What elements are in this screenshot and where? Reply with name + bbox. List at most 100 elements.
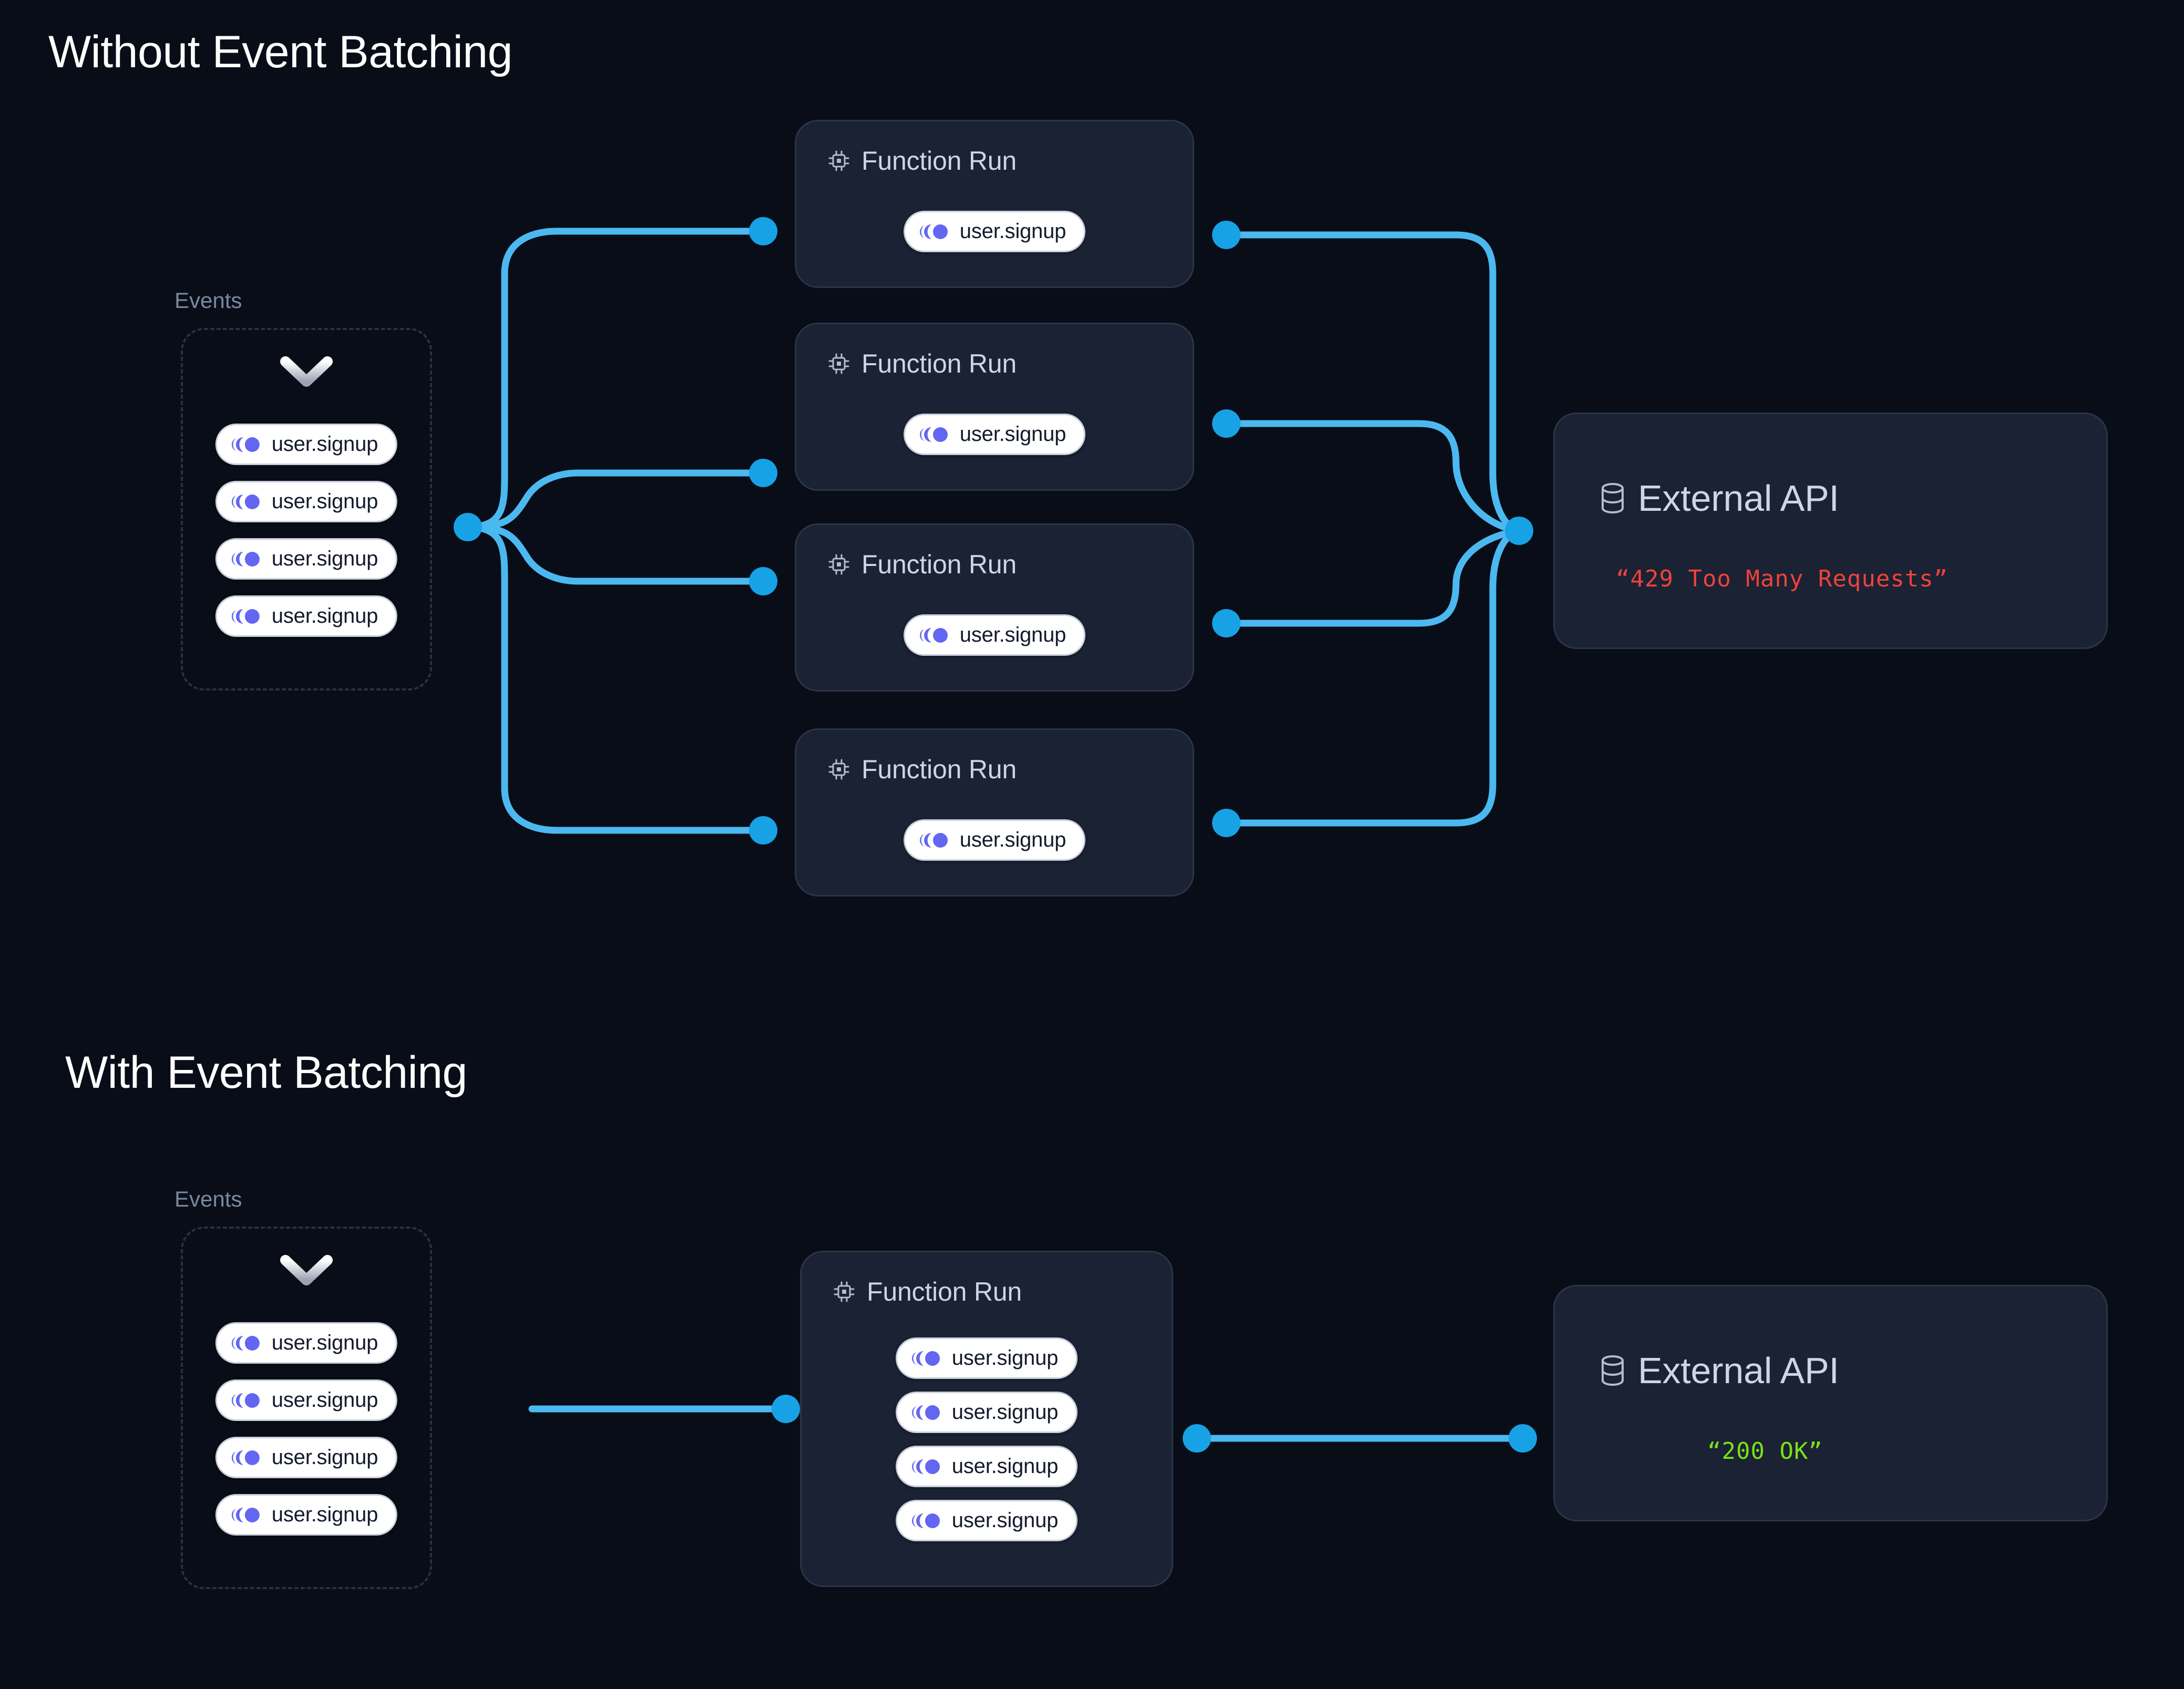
chevron-down-icon — [280, 1255, 333, 1285]
event-pill-label: user.signup — [959, 623, 1067, 646]
event-signal-icon — [231, 551, 260, 567]
external-api-card-header: External API — [1598, 1350, 1839, 1392]
function-run-card-batched[interactable]: Function Run user.signup user.signup — [800, 1251, 1173, 1587]
cpu-chip-icon — [834, 1281, 855, 1302]
event-pill-label: user.signup — [271, 1503, 378, 1526]
wire-fanin-4 — [1226, 527, 1523, 827]
external-api-title: External API — [1638, 478, 1839, 519]
wire-node-outlet-4 — [1212, 809, 1240, 837]
events-pill-stack-with: user.signup user.signup user.signup — [215, 1322, 398, 1536]
event-pill[interactable]: user.signup — [215, 538, 398, 580]
event-signal-icon — [231, 609, 260, 624]
function-run-title: Function Run — [862, 755, 1017, 784]
event-pill-label: user.signup — [959, 220, 1067, 243]
function-run-card-header: Function Run — [832, 1276, 1022, 1307]
function-run-card[interactable]: Function Run user.signup — [795, 323, 1194, 491]
event-pill[interactable]: user.signup — [903, 614, 1086, 656]
event-signal-icon — [911, 1405, 940, 1420]
event-pill-label: user.signup — [271, 1446, 378, 1469]
wire-node-fanin-target — [1505, 517, 1533, 545]
function-run-card[interactable]: Function Run user.signup — [795, 120, 1194, 288]
wire-node-inlet-2 — [749, 459, 777, 487]
event-signal-icon — [919, 224, 948, 239]
external-api-status: “200 OK” — [1707, 1438, 1823, 1465]
event-pill-label: user.signup — [271, 604, 378, 627]
database-icon — [1602, 1355, 1624, 1386]
wire-fanout-2 — [464, 469, 762, 531]
wire-node-outlet-1 — [1212, 221, 1240, 249]
event-pill-label: user.signup — [271, 490, 378, 513]
wire-fanout-4 — [464, 523, 762, 834]
function-run-card-header: Function Run — [827, 146, 1017, 176]
event-pill[interactable]: user.signup — [895, 1337, 1078, 1379]
cpu-chip-icon — [828, 150, 849, 171]
event-pill[interactable]: user.signup — [215, 424, 398, 465]
event-pill-label: user.signup — [271, 432, 378, 456]
event-pill-label: user.signup — [951, 1346, 1059, 1369]
wire-node-inlet-4 — [749, 816, 777, 845]
event-pill[interactable]: user.signup — [215, 1322, 398, 1364]
function-run-card[interactable]: Function Run user.signup — [795, 728, 1194, 897]
wire-fanin-1 — [1226, 231, 1523, 534]
function-run-title: Function Run — [867, 1277, 1022, 1306]
events-pill-stack-without: user.signup user.signup user.signup — [215, 424, 398, 637]
function-run-title: Function Run — [862, 349, 1017, 378]
event-pill[interactable]: user.signup — [895, 1392, 1078, 1433]
event-pill[interactable]: user.signup — [215, 1379, 398, 1421]
external-api-card[interactable]: External API “200 OK” — [1553, 1285, 2108, 1521]
function-run-card[interactable]: Function Run user.signup — [795, 523, 1194, 692]
wire-node-inlet-1 — [749, 217, 777, 245]
event-pill-label: user.signup — [271, 1331, 378, 1354]
external-api-status: “429 Too Many Requests” — [1616, 565, 1949, 592]
database-icon — [1602, 483, 1624, 513]
event-pill[interactable]: user.signup — [215, 1494, 398, 1536]
function-run-pill-stack: user.signup — [796, 211, 1193, 252]
external-api-card-header: External API — [1598, 477, 1839, 519]
function-run-pill-stack: user.signup user.signup user.signup — [802, 1337, 1172, 1541]
chevron-down-icon — [280, 356, 333, 387]
cpu-chip-icon — [828, 554, 849, 575]
event-signal-icon — [231, 1393, 260, 1408]
events-container-with: user.signup user.signup user.signup — [181, 1227, 432, 1589]
events-label-without: Events — [175, 288, 242, 313]
wire-fanin-2 — [1226, 420, 1523, 534]
event-signal-icon — [919, 832, 948, 848]
event-pill[interactable]: user.signup — [903, 414, 1086, 455]
function-run-card-header: Function Run — [827, 754, 1017, 785]
event-pill[interactable]: user.signup — [215, 595, 398, 637]
wire-fanin-3 — [1226, 527, 1523, 627]
wire-node-batch-out-start — [1183, 1424, 1211, 1453]
event-pill-label: user.signup — [951, 1509, 1059, 1532]
event-pill-label: user.signup — [959, 828, 1067, 851]
event-signal-icon — [919, 427, 948, 442]
event-pill[interactable]: user.signup — [895, 1500, 1078, 1541]
event-pill-label: user.signup — [959, 423, 1067, 446]
event-signal-icon — [231, 494, 260, 509]
function-run-card-header: Function Run — [827, 348, 1017, 379]
events-container-without: user.signup user.signup user.signup — [181, 328, 432, 691]
function-run-card-header: Function Run — [827, 549, 1017, 580]
events-label-with: Events — [175, 1187, 242, 1211]
wire-fanout-1 — [464, 228, 762, 531]
event-signal-icon — [231, 1450, 260, 1465]
external-api-card[interactable]: External API “429 Too Many Requests” — [1553, 413, 2108, 649]
event-signal-icon — [911, 1459, 940, 1474]
event-pill[interactable]: user.signup — [215, 1437, 398, 1478]
wire-node-inlet-3 — [749, 567, 777, 595]
wire-node-outlet-3 — [1212, 609, 1240, 637]
function-run-title: Function Run — [862, 146, 1017, 176]
function-run-pill-stack: user.signup — [796, 414, 1193, 455]
event-pill[interactable]: user.signup — [895, 1446, 1078, 1487]
section-title-with-batching: With Event Batching — [65, 1047, 467, 1098]
event-signal-icon — [231, 437, 260, 452]
section-title-without-batching: Without Event Batching — [48, 27, 512, 77]
function-run-pill-stack: user.signup — [796, 819, 1193, 861]
event-pill[interactable]: user.signup — [903, 819, 1086, 861]
cpu-chip-icon — [828, 353, 849, 374]
event-pill[interactable]: user.signup — [215, 481, 398, 522]
event-pill[interactable]: user.signup — [903, 211, 1086, 252]
function-run-title: Function Run — [862, 550, 1017, 579]
event-pill-label: user.signup — [271, 547, 378, 570]
event-signal-icon — [231, 1507, 260, 1522]
